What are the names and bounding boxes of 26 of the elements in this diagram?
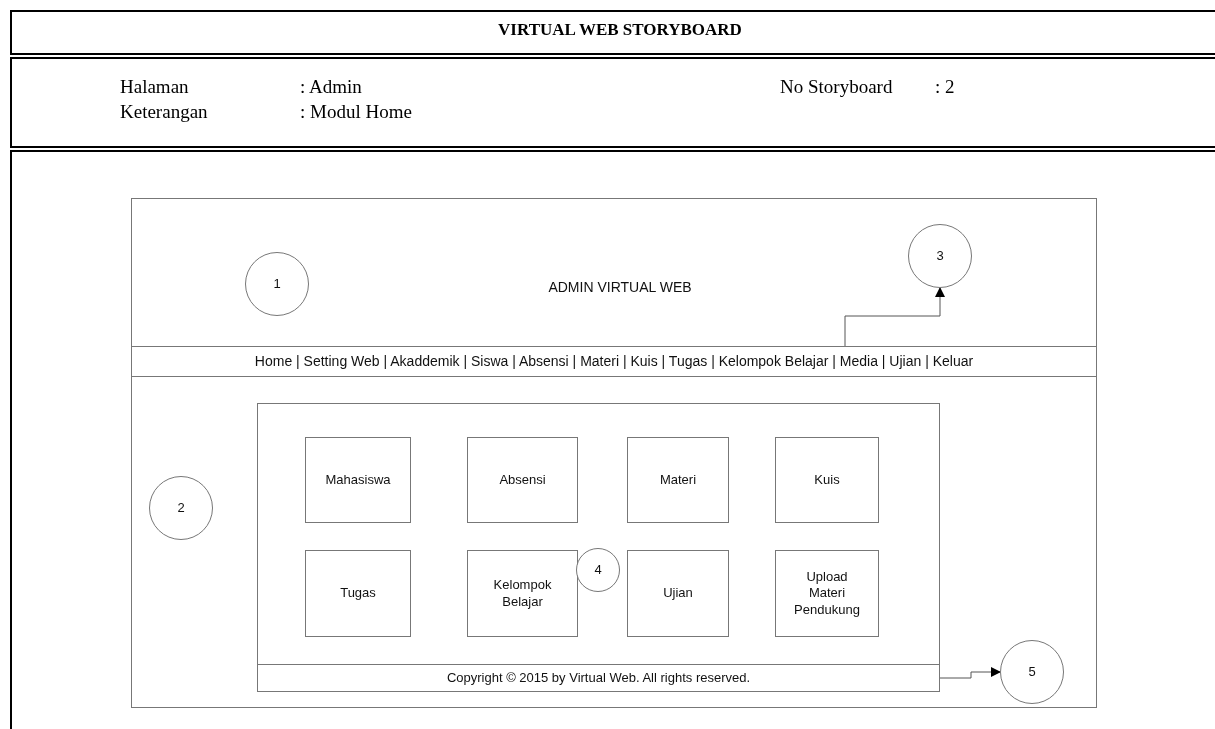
- header-text: ADMIN VIRTUAL WEB: [480, 276, 760, 300]
- info-label: : Admin: [300, 76, 362, 98]
- menu-tile: Ujian: [627, 550, 729, 637]
- callout-circle: 2: [149, 476, 213, 540]
- info-label: Halaman: [120, 76, 189, 98]
- menu-tile: Absensi: [467, 437, 578, 523]
- arrow: [939, 667, 1001, 679]
- title: VIRTUAL WEB STORYBOARD: [497, 20, 743, 40]
- info-label: : 2: [935, 76, 955, 98]
- menu-tile: Kelompok Belajar: [467, 550, 578, 637]
- menu-tile: Tugas: [305, 550, 411, 637]
- info-label: No Storyboard: [780, 76, 893, 98]
- menu-bar: Home | Setting Web | Akaddemik | Siswa | Absensi | Materi | Kuis | Tugas | Kelompok Belajar | Media | Ujian | Keluar: [131, 346, 1097, 377]
- wireframe-box: [257, 403, 940, 692]
- callout-circle: 3: [908, 224, 972, 288]
- menu-tile: Materi: [627, 437, 729, 523]
- menu-tile: Kuis: [775, 437, 879, 523]
- callout-circle: 5: [1000, 640, 1064, 704]
- wireframe-box: [131, 198, 1097, 708]
- callout-circle: 1: [245, 252, 309, 316]
- menu-tile: Upload Materi Pendukung: [775, 550, 879, 637]
- arrow: [844, 287, 945, 347]
- info-label: Keterangan: [120, 101, 208, 123]
- info-label: : Modul Home: [300, 101, 412, 123]
- menu-tile: Mahasiswa: [305, 437, 411, 523]
- callout-circle: 4: [576, 548, 620, 592]
